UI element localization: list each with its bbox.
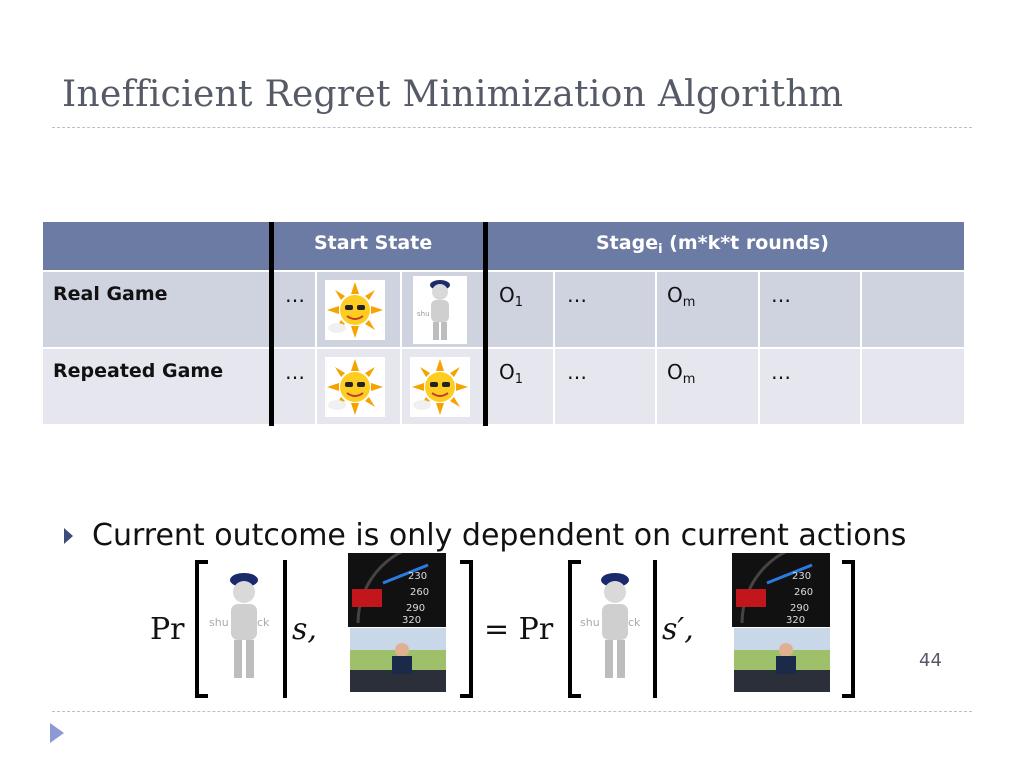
bullet-arrow-icon: [64, 528, 73, 544]
ellipsis: …: [771, 360, 791, 384]
right-bracket: [842, 560, 855, 698]
ellipsis: …: [567, 283, 587, 307]
slide-title: Inefficient Regret Minimization Algorith…: [62, 74, 844, 115]
left-bracket: [568, 560, 581, 698]
outcome-o1: O1: [499, 283, 524, 310]
header-start-state: Start State: [314, 232, 433, 254]
police-figure-icon: shu ck: [207, 566, 281, 688]
svg-text:260: 260: [410, 587, 429, 598]
svg-text:ck: ck: [257, 616, 270, 629]
outcome-om: Om: [667, 360, 696, 387]
svg-text:shu: shu: [580, 616, 600, 629]
game-table: Start State Stagei (m*k*t rounds) Real G…: [43, 222, 964, 426]
police-figure-icon: shu ck: [578, 566, 652, 688]
table-row: Repeated Game …: [43, 349, 964, 424]
ellipsis: …: [285, 283, 305, 307]
ellipsis: …: [567, 360, 587, 384]
right-bracket: [460, 560, 473, 698]
svg-text:shu: shu: [417, 310, 430, 318]
svg-text:230: 230: [408, 571, 427, 582]
svg-text:290: 290: [406, 603, 425, 614]
formula-state-s: s,: [292, 612, 317, 647]
table-row: Real Game … shu O1 … Om: [43, 272, 964, 347]
table-header: Start State Stagei (m*k*t rounds): [43, 222, 964, 270]
outcome-om: Om: [667, 283, 696, 310]
speedometer-icon: 230 260 290 320: [348, 553, 446, 627]
ellipsis: …: [285, 360, 305, 384]
row-label-repeated-game: Repeated Game: [53, 360, 224, 382]
ellipsis: …: [771, 283, 791, 307]
svg-text:230: 230: [792, 571, 811, 582]
svg-text:320: 320: [786, 615, 805, 626]
sun-icon: [410, 357, 470, 417]
police-officer-photo: [734, 628, 830, 692]
page-number: 44: [919, 650, 942, 671]
formula-state-s-prime: s′,: [662, 612, 694, 647]
police-officer-photo: [350, 628, 446, 692]
conditional-bar: [653, 560, 657, 698]
svg-text:shu: shu: [209, 616, 229, 629]
svg-text:260: 260: [794, 587, 813, 598]
column-divider: [269, 222, 274, 426]
formula-pr: Pr: [150, 612, 185, 647]
title-divider: [52, 127, 972, 128]
formula-equals-pr: = Pr: [484, 612, 554, 647]
next-slide-arrow-icon[interactable]: [50, 723, 64, 743]
header-stage: Stagei (m*k*t rounds): [596, 232, 829, 257]
conditional-bar: [283, 560, 287, 698]
left-bracket: [195, 560, 208, 698]
svg-text:ck: ck: [628, 616, 641, 629]
footer-divider: [52, 711, 972, 712]
sun-icon: [325, 357, 385, 417]
svg-text:290: 290: [790, 603, 809, 614]
bullet-text: Current outcome is only dependent on cur…: [92, 518, 907, 553]
police-figure-icon: shu: [413, 276, 467, 344]
column-divider: [483, 222, 488, 426]
row-label-real-game: Real Game: [53, 283, 168, 305]
svg-text:320: 320: [402, 615, 421, 626]
speedometer-icon: 230 260 290 320: [732, 553, 830, 627]
sun-icon: [325, 280, 385, 340]
outcome-o1: O1: [499, 360, 524, 387]
